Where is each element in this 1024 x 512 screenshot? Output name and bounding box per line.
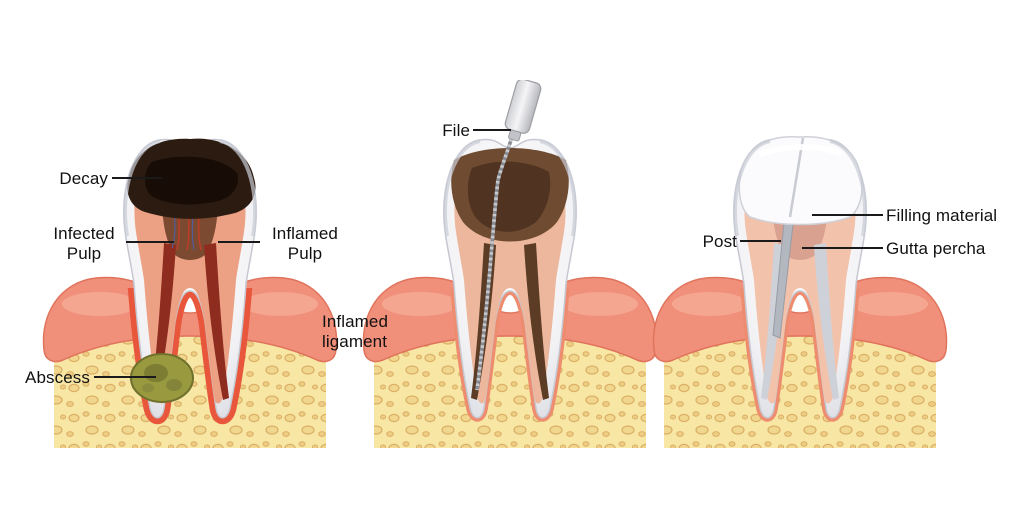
infected-root-canal-right	[204, 243, 229, 400]
post-label: Post	[702, 232, 737, 251]
abscess-leader-line	[94, 376, 156, 378]
decay-label: Decay	[59, 169, 108, 188]
filling-seam-line	[788, 137, 805, 218]
gutta-percha-label: Gutta percha	[886, 239, 986, 258]
decay-leader-line	[112, 177, 162, 179]
gum-highlight-right	[852, 292, 928, 316]
filled-root-canal-right	[814, 243, 839, 400]
root-canal-right	[524, 243, 549, 400]
infected-pulp-leader-line	[126, 241, 174, 243]
enamel-shading-left	[732, 139, 771, 237]
enamel-shading-left	[122, 139, 161, 237]
inflamed-ligament-label: Inflamed ligament	[322, 312, 389, 351]
filling-material-label: Filling material	[886, 206, 998, 225]
endodontic-file	[475, 80, 542, 391]
diseased-tooth-illustration	[42, 138, 338, 448]
gutta-percha-leader-line	[802, 247, 883, 249]
filling-material-leader-line	[812, 214, 883, 216]
file-shaft-coil-texture	[475, 133, 515, 391]
enamel-shading-left	[442, 139, 481, 237]
gum-highlight-left	[382, 292, 458, 316]
enamel-shading-right	[829, 139, 868, 237]
enamel-shading-right	[219, 139, 258, 237]
bone-texture	[664, 309, 936, 448]
inflamed-pulp-label: Inflamed Pulp	[271, 224, 338, 263]
gum-highlight-left	[672, 292, 748, 316]
file-handle-collar	[508, 129, 522, 142]
filling-highlight	[759, 144, 842, 157]
file-leader-line	[473, 129, 511, 131]
filling-material-region	[738, 135, 863, 226]
abscess	[130, 353, 194, 403]
gum-highlight-right	[562, 292, 638, 316]
inflamed-pulp-leader-line	[218, 241, 260, 243]
decay-core	[145, 156, 239, 205]
file-cleaning-tooth-illustration	[362, 80, 658, 448]
post-leader-line	[740, 240, 781, 242]
infected-pulp-label: Infected Pulp	[53, 224, 115, 263]
bone-texture	[374, 309, 646, 448]
gum-highlight-right	[242, 292, 318, 316]
access-cavity-core	[467, 161, 551, 232]
file-handle	[504, 80, 542, 134]
gum-highlight-left	[62, 292, 138, 316]
file-label: File	[442, 121, 470, 140]
abscess-label: Abscess	[25, 368, 90, 387]
enamel-shading-right	[539, 139, 578, 237]
restored-tooth-illustration	[652, 135, 948, 448]
